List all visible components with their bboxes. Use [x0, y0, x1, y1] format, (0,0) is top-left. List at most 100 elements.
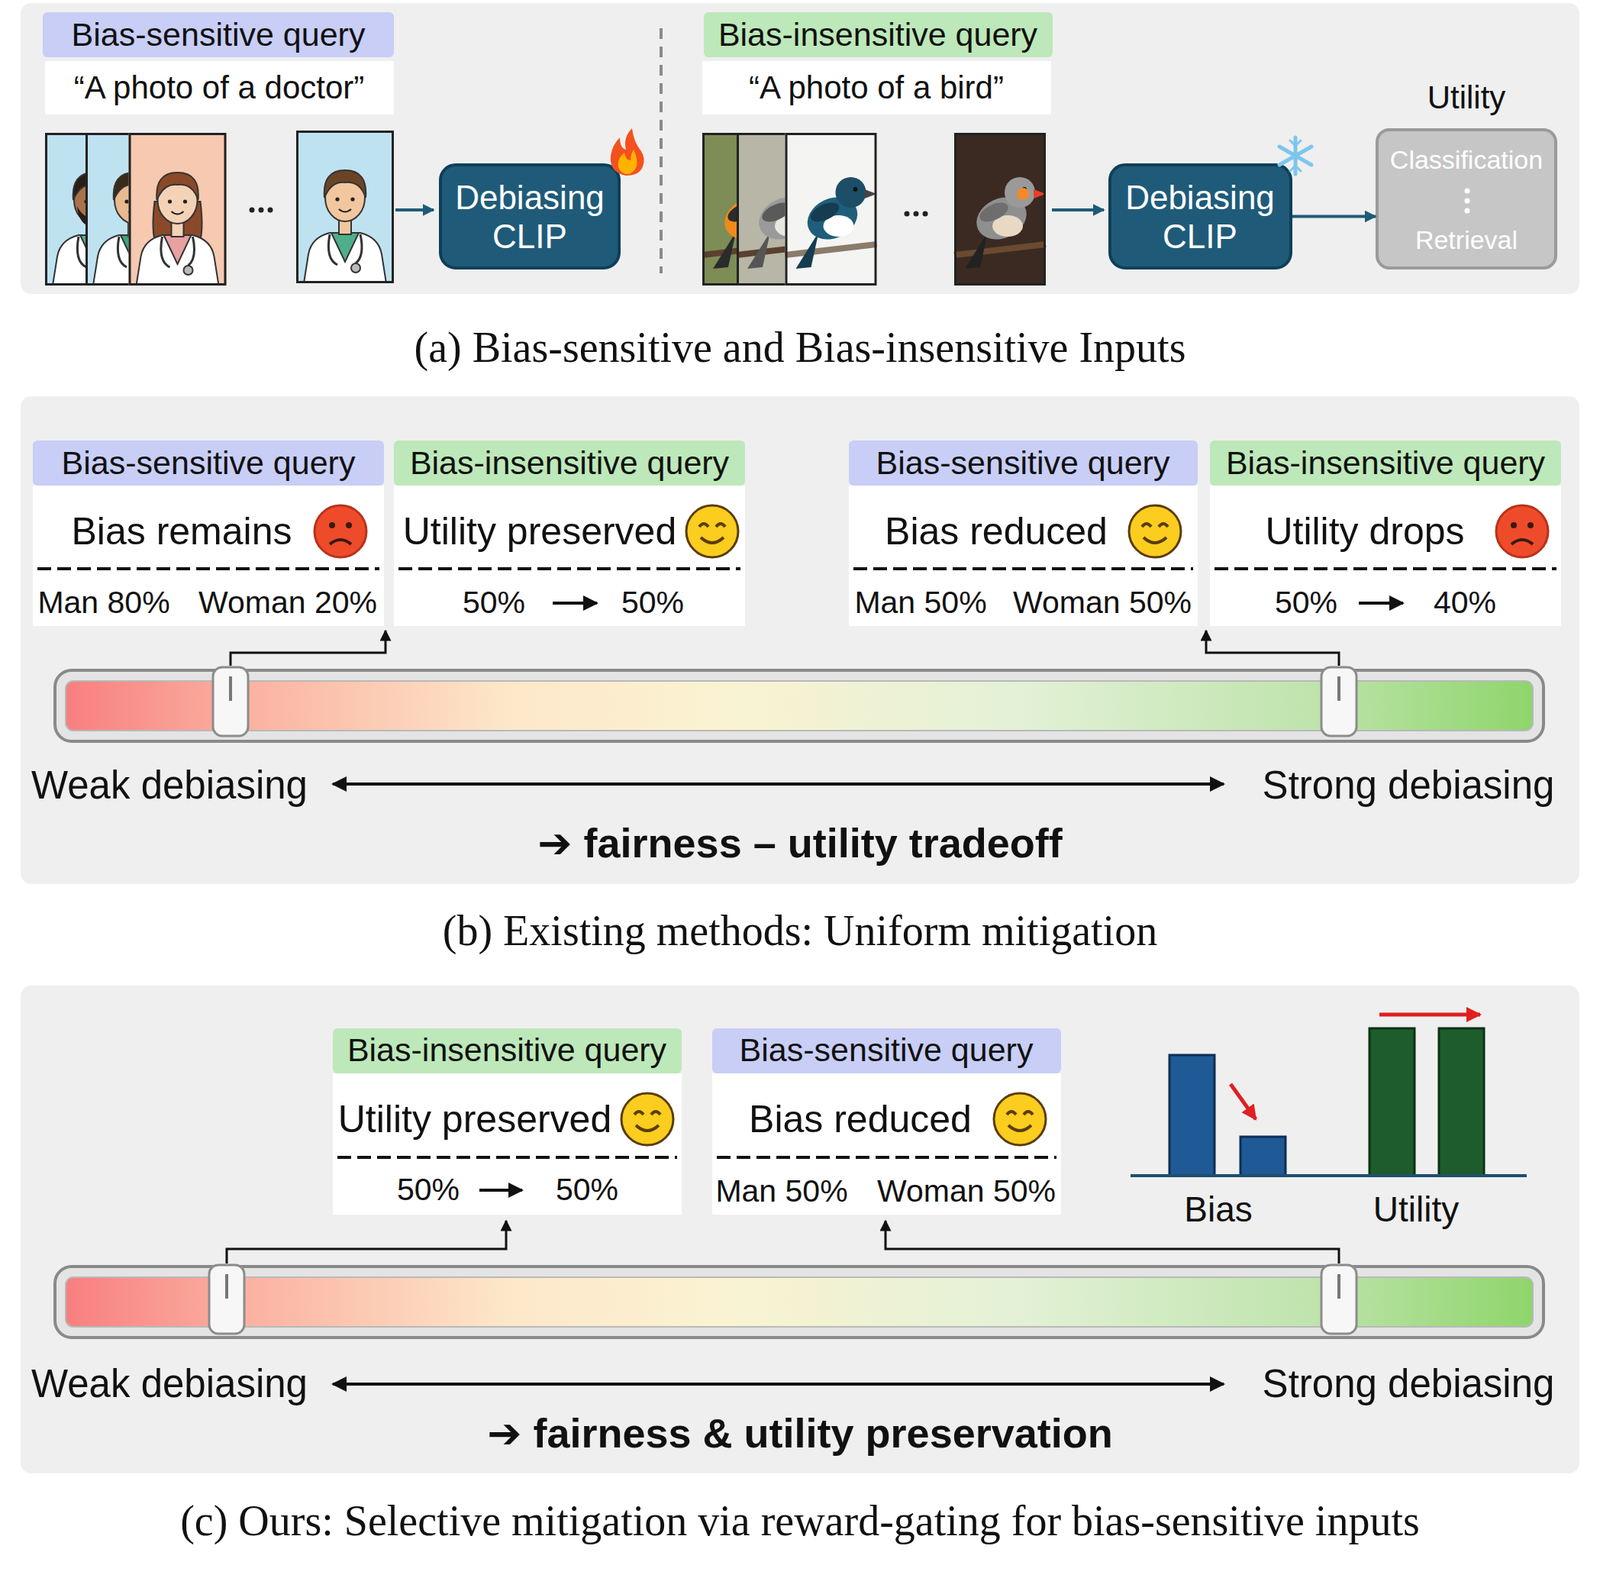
card-header: Bias-sensitive query — [712, 1028, 1062, 1074]
result-card: Bias reducedMan 50% Woman 50% — [848, 485, 1198, 626]
card-dividers — [37, 568, 1557, 1158]
text-holder: Bias-insensitive query — [347, 1031, 667, 1070]
card-header: Bias-insensitive query — [1209, 440, 1562, 486]
text-holder: 50% — [396, 1171, 460, 1209]
text-holder: Bias-sensitive query — [71, 16, 366, 55]
text-holder: 50% — [621, 584, 684, 622]
bar-chart — [1130, 1014, 1527, 1176]
text: Woman 50% — [1012, 584, 1192, 622]
query-text-box: “A photo of a doctor” — [45, 61, 394, 115]
result-card: Utility preserved 50% 50% — [332, 1073, 682, 1215]
panel-divider — [659, 28, 663, 274]
text-holder: 50% — [1274, 584, 1338, 622]
text: Bias-insensitive query — [718, 16, 1038, 55]
flow-arrow — [1292, 215, 1376, 219]
text-holder: Man 50% — [854, 584, 987, 622]
text: Bias-sensitive query — [71, 16, 366, 55]
panel-backgrounds — [20, 3, 1580, 1474]
bird-photo — [954, 132, 1046, 286]
text: Utility — [1427, 79, 1507, 117]
finch-cheek — [1016, 187, 1030, 200]
text: ➔ fairness – utility tradeoff — [537, 819, 1062, 868]
model-box: Debiasing CLIP — [1108, 163, 1293, 270]
text: Bias-sensitive query — [876, 444, 1171, 483]
text-holder: Bias — [1183, 1189, 1252, 1230]
text: 50% — [462, 584, 526, 622]
text-holder: Bias-sensitive query — [876, 444, 1171, 483]
text-holder: Utility preserved — [338, 1096, 612, 1142]
text-holder: “A photo of a bird” — [748, 69, 1004, 107]
bird-images — [702, 132, 1046, 286]
leader-line — [885, 1220, 1339, 1264]
text-holder: Debiasing CLIP — [1116, 177, 1284, 256]
text: Classification — [1390, 145, 1543, 175]
text: 50% — [621, 584, 684, 622]
text-holder: “A photo of a doctor” — [74, 69, 365, 107]
text-holder: 50% — [555, 1171, 619, 1209]
result-card: Utility drops50%40% — [1209, 485, 1562, 626]
text: Man 50% — [854, 584, 987, 622]
text-holder: Woman 50% — [877, 1173, 1056, 1210]
text: Utility drops — [1264, 509, 1465, 554]
panel-c — [20, 985, 1580, 1474]
text-holder: (a) Bias-sensitive and Bias-insensitive … — [414, 322, 1187, 373]
text-holder: Utility — [1373, 1189, 1459, 1230]
text-holder: (b) Existing methods: Uniform mitigation — [442, 906, 1158, 956]
chart-baseline — [1130, 1174, 1527, 1178]
text-holder: Woman 50% — [1012, 584, 1192, 622]
utility-bar — [1369, 1028, 1415, 1176]
text: Weak debiasing — [31, 762, 308, 808]
text: “A photo of a bird” — [748, 69, 1004, 107]
result-card: Utility preserved 50% 50% — [393, 485, 746, 626]
text-holder: Woman 20% — [198, 584, 378, 622]
text: ➔ fairness & utility preservation — [487, 1409, 1113, 1458]
slider-c — [54, 1220, 1544, 1384]
text: Strong debiasing — [1262, 762, 1555, 808]
text-holder: Utility preserved — [403, 509, 677, 554]
text: Weak debiasing — [31, 1361, 308, 1407]
bird-photo — [785, 132, 878, 286]
text: Man 80% — [37, 584, 170, 622]
text: Bias remains — [71, 509, 293, 554]
text-holder: ➔ fairness & utility preservation — [487, 1409, 1113, 1458]
text-holder: Debiasing CLIP — [446, 177, 613, 256]
text-holder: Weak debiasing — [31, 762, 308, 808]
text: Bias-sensitive query — [61, 444, 356, 483]
panel-b — [20, 396, 1580, 884]
text-holder: Retrieval — [1415, 225, 1518, 255]
text: Debiasing CLIP — [1116, 177, 1284, 256]
text-holder: Bias reduced — [884, 509, 1108, 554]
doctor-photo — [296, 130, 394, 284]
result-card: Bias reducedMan 50%Woman 50% — [712, 1073, 1062, 1215]
text: Bias-insensitive query — [409, 444, 730, 483]
text-holder: Strong debiasing — [1262, 1361, 1555, 1407]
text: Utility preserved — [338, 1096, 612, 1142]
range-arrow — [332, 782, 1224, 786]
text: Bias-insensitive query — [347, 1031, 667, 1070]
input-arrow — [395, 208, 434, 212]
slider-knob — [1321, 667, 1357, 736]
query-header: Bias-insensitive query — [703, 12, 1053, 58]
text: Bias reduced — [884, 509, 1108, 554]
leader-line — [1206, 630, 1339, 666]
text-holder: Bias reduced — [748, 1096, 972, 1142]
query-header: Bias-sensitive query — [42, 12, 394, 58]
panel-a — [20, 3, 1580, 294]
leader-line — [226, 1220, 507, 1264]
card-header: Bias-sensitive query — [848, 440, 1198, 486]
text-holder: Classification — [1390, 145, 1543, 175]
text-holder: Utility — [1427, 79, 1507, 117]
text-holder: 50% — [462, 584, 526, 622]
text-holder: Bias-insensitive query — [409, 444, 730, 483]
text: (b) Existing methods: Uniform mitigation — [442, 906, 1158, 956]
text: Debiasing CLIP — [446, 177, 613, 256]
query-text-box: “A photo of a bird” — [702, 61, 1052, 115]
text-holder: Weak debiasing — [31, 1361, 308, 1407]
slider-knob — [212, 667, 249, 736]
text: (a) Bias-sensitive and Bias-insensitive … — [414, 322, 1187, 373]
leader-line — [230, 630, 386, 666]
text: 50% — [1274, 584, 1338, 622]
slider-knob — [209, 1264, 245, 1334]
utility-bar — [1438, 1028, 1484, 1176]
